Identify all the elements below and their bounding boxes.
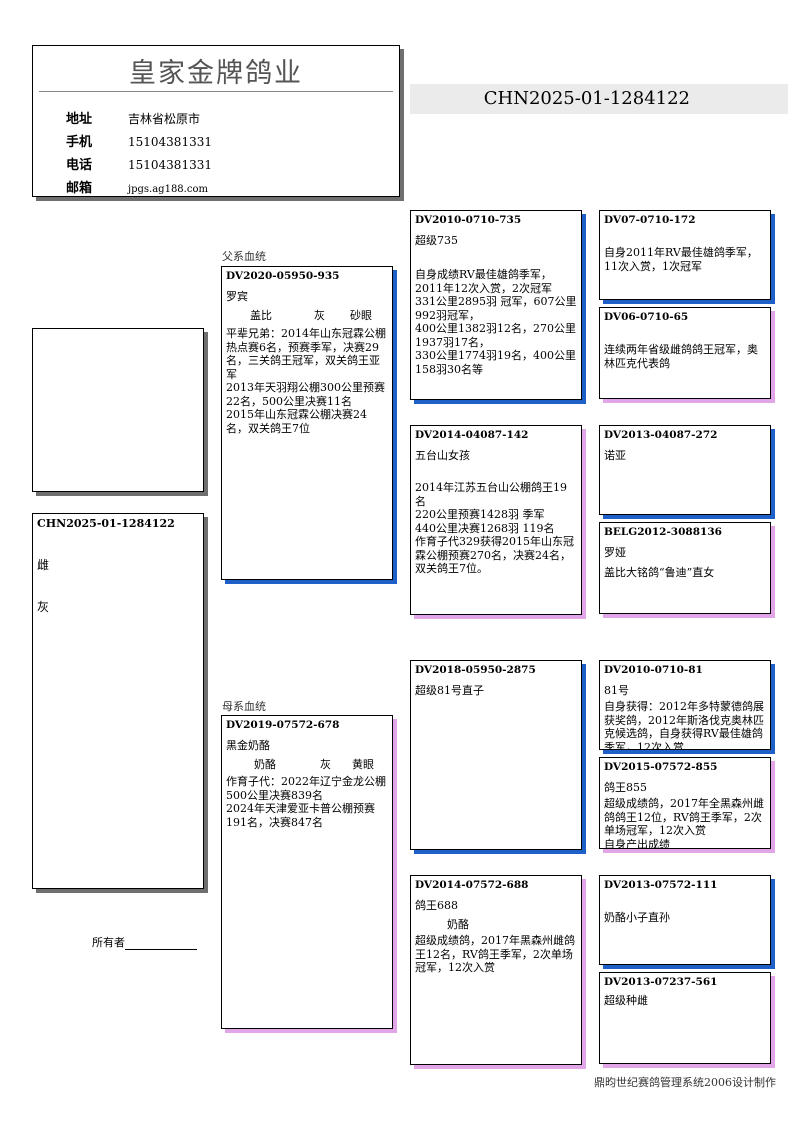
- address-row: 地址 吉林省松原市: [66, 108, 200, 127]
- sds-card: DV2013-04087-272 诺亚: [599, 425, 771, 515]
- loft-name: 皇家金牌鸽业: [129, 58, 303, 89]
- email-value: jpgs.ag188.com: [128, 184, 208, 195]
- dss-name: 81号: [604, 684, 629, 697]
- dds-description: 奶酪小子直孙: [604, 911, 670, 924]
- dam-sire-ring: DV2018-05950-2875: [415, 664, 536, 676]
- sire-dam-ring: DV2014-04087-142: [415, 429, 529, 441]
- sire-sire-ring: DV2010-0710-735: [415, 214, 522, 226]
- sire-dam-card: DV2014-04087-142 五台山女孩 2014年江苏五台山公棚鸽王19名…: [410, 425, 582, 615]
- bird-color: 灰: [37, 600, 50, 614]
- dam-name: 黑金奶酪: [226, 739, 270, 752]
- dam-section-label: 母系血统: [222, 700, 266, 713]
- sire-dam-name: 五台山女孩: [415, 449, 470, 462]
- sire-section-label: 父系血统: [222, 250, 266, 263]
- owner-field: 所有者: [92, 934, 197, 950]
- ddd-card: DV2013-07237-561 超级种雌: [599, 972, 771, 1064]
- owner-label: 所有者: [92, 936, 125, 949]
- sdd-description: 盖比大铭鸽“鲁迪”直女: [604, 566, 715, 579]
- sire-sire-name: 超级735: [415, 234, 458, 247]
- dam-card: DV2019-07572-678 黑金奶酪 奶酪 灰 黄眼 作育子代：2022年辽宁…: [221, 715, 393, 1029]
- dam-dam-name: 鸽王688: [415, 899, 458, 912]
- sire-color: 灰: [314, 309, 325, 322]
- bird-ring-number: CHN2025-01-1284122: [37, 517, 175, 530]
- dam-description: 作育子代：2022年辽宁金龙公棚500公里决赛839名 2024年天津爱亚卡普公…: [226, 775, 386, 829]
- dds-card: DV2013-07572-111 奶酪小子直孙: [599, 875, 771, 965]
- phone-value: 15104381331: [128, 158, 212, 172]
- sds-name: 诺亚: [604, 449, 626, 462]
- dam-sire-name: 超级81号直子: [415, 684, 484, 697]
- dam-traits: 奶酪 灰 黄眼: [226, 756, 388, 772]
- dsd-description: 超级成绩鸽，2017年全黑森州雌鸽鸽王12位，RV鸽王季军，2次单场冠军，12次…: [604, 797, 764, 849]
- bird-sex: 雌: [37, 558, 50, 572]
- ring-number-bar: CHN2025-01-1284122: [410, 84, 788, 114]
- sire-dam-description: 2014年江苏五台山公棚鸽王19名 220公里预赛1428羽 季军 440公里决…: [415, 481, 574, 575]
- dsd-card: DV2015-07572-855 鸽王855 超级成绩鸽，2017年全黑森州雌鸽…: [599, 757, 771, 849]
- dam-dam-description: 超级成绩鸽，2017年黑森州雌鸽王12名，RV鸽王季军，2次单场冠军，12次入赏: [415, 934, 575, 974]
- sire-card: DV2020-05950-935 罗宾 盖比 灰 砂眼 平辈兄弟：2014年山东冠霖…: [221, 266, 393, 580]
- dam-dam-card: DV2014-07572-688 鸽王688 奶酪 超级成绩鸽，2017年黑森州…: [410, 875, 582, 1065]
- mobile-row: 手机 15104381331: [66, 131, 212, 150]
- dam-sire-card: DV2018-05950-2875 超级81号直子: [410, 660, 582, 850]
- dss-description: 自身获得：2012年多特蒙德鸽展获奖鸽，2012年斯洛伐克奥林匹克候选鸽，自身获…: [604, 700, 764, 750]
- sdd-card: BELG2012-3088136 罗娅 盖比大铭鸽“鲁迪”直女: [599, 522, 771, 614]
- sdd-ring: BELG2012-3088136: [604, 526, 722, 538]
- footer-credit: 鼎昀世纪赛鸽管理系统2006设计制作: [594, 1076, 776, 1089]
- ssd-card: DV06-0710-65 连续两年省级雌鸽鸽王冠军，奥林匹克代表鸽: [599, 307, 771, 399]
- ddd-description: 超级种雌: [604, 994, 648, 1007]
- ssd-ring: DV06-0710-65: [604, 311, 689, 323]
- address-label: 地址: [66, 112, 93, 127]
- ring-number: CHN2025-01-1284122: [483, 88, 690, 109]
- sire-traits: 盖比 灰 砂眼: [226, 307, 388, 323]
- ddd-ring: DV2013-07237-561: [604, 976, 718, 988]
- sss-card: DV07-0710-172 自身2011年RV最佳雄鸽季军，11次入赏，1次冠军: [599, 210, 771, 300]
- owner-signature-line: [125, 949, 197, 950]
- dam-ring: DV2019-07572-678: [226, 719, 340, 731]
- sss-description: 自身2011年RV最佳雄鸽季军，11次入赏，1次冠军: [604, 246, 758, 273]
- mobile-label: 手机: [66, 135, 93, 150]
- phone-label: 电话: [66, 158, 93, 173]
- sds-ring: DV2013-04087-272: [604, 429, 718, 441]
- dss-ring: DV2010-0710-81: [604, 664, 703, 676]
- email-row: 邮箱 jpgs.ag188.com: [66, 177, 208, 196]
- sire-breed: 盖比: [250, 309, 272, 322]
- sire-name: 罗宾: [226, 290, 248, 303]
- mobile-value: 15104381331: [128, 135, 212, 149]
- email-label: 邮箱: [66, 181, 93, 196]
- loft-header: 皇家金牌鸽业 地址 吉林省松原市 手机 15104381331 电话 15104381…: [32, 45, 400, 197]
- bird-info-card: CHN2025-01-1284122 雌 灰: [32, 513, 204, 889]
- header-divider: [39, 91, 393, 92]
- dsd-name: 鸽王855: [604, 781, 647, 794]
- address-value: 吉林省松原市: [128, 112, 201, 126]
- sire-description: 平辈兄弟：2014年山东冠霖公棚热点赛6名，预赛季军，决赛29名，三关鸽王冠军，…: [226, 327, 386, 435]
- dam-color: 灰: [320, 758, 331, 771]
- dsd-ring: DV2015-07572-855: [604, 761, 718, 773]
- sss-ring: DV07-0710-172: [604, 214, 696, 226]
- dam-breed: 奶酪: [254, 758, 276, 771]
- sire-sire-card: DV2010-0710-735 超级735 自身成绩RV最佳雄鸽季军， 2011…: [410, 210, 582, 400]
- sire-eye: 砂眼: [350, 309, 372, 322]
- dss-card: DV2010-0710-81 81号 自身获得：2012年多特蒙德鸽展获奖鸽，2…: [599, 660, 771, 750]
- dam-dam-ring: DV2014-07572-688: [415, 879, 529, 891]
- dam-dam-breed: 奶酪: [447, 918, 469, 931]
- dam-eye: 黄眼: [352, 758, 374, 771]
- sire-sire-description: 自身成绩RV最佳雄鸽季军， 2011年12次入赏，2次冠军 331公里2895羽…: [415, 268, 577, 376]
- phone-row: 电话 15104381331: [66, 154, 212, 173]
- bird-photo-frame: [32, 328, 204, 492]
- dds-ring: DV2013-07572-111: [604, 879, 718, 891]
- ssd-description: 连续两年省级雌鸽鸽王冠军，奥林匹克代表鸽: [604, 343, 758, 370]
- sdd-name: 罗娅: [604, 546, 626, 559]
- sire-ring: DV2020-05950-935: [226, 270, 340, 282]
